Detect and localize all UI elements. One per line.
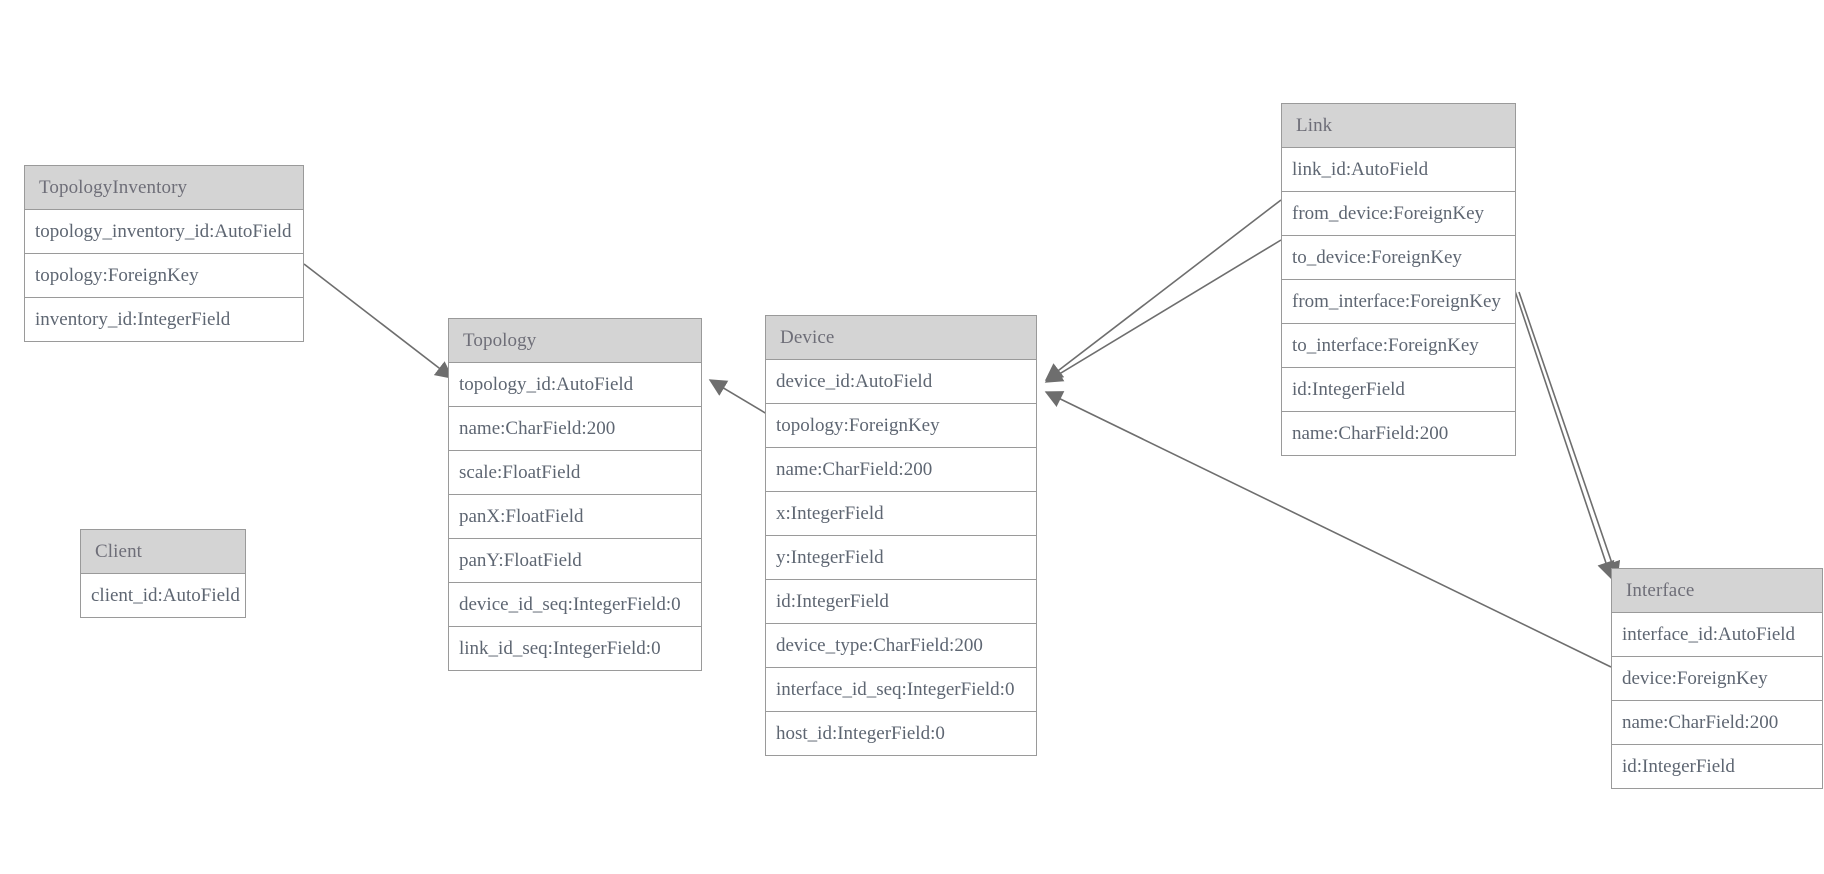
- entity-attributes-client: client_id:AutoField: [81, 574, 245, 617]
- edge-device-topology: [708, 379, 768, 415]
- edge-link-todevice-device: [1044, 239, 1282, 383]
- attribute-row[interactable]: name:CharField:200: [1612, 701, 1822, 745]
- entity-title-client: Client: [81, 530, 245, 574]
- attribute-row[interactable]: panX:FloatField: [449, 495, 701, 539]
- attribute-row[interactable]: interface_id:AutoField: [1612, 613, 1822, 657]
- attribute-row[interactable]: inventory_id:IntegerField: [25, 298, 303, 341]
- attribute-row[interactable]: topology:ForeignKey: [25, 254, 303, 298]
- edge-link-fromdevice-device: [1044, 199, 1282, 381]
- attribute-row[interactable]: from_interface:ForeignKey: [1282, 280, 1515, 324]
- attribute-row[interactable]: id:IntegerField: [766, 580, 1036, 624]
- entity-title-topology: Topology: [449, 319, 701, 363]
- attribute-row[interactable]: topology_id:AutoField: [449, 363, 701, 407]
- attribute-row[interactable]: x:IntegerField: [766, 492, 1036, 536]
- attribute-row[interactable]: from_device:ForeignKey: [1282, 192, 1515, 236]
- attribute-row[interactable]: y:IntegerField: [766, 536, 1036, 580]
- attribute-row[interactable]: name:CharField:200: [449, 407, 701, 451]
- entity-title-link: Link: [1282, 104, 1515, 148]
- attribute-row[interactable]: to_interface:ForeignKey: [1282, 324, 1515, 368]
- attribute-row[interactable]: topology_inventory_id:AutoField: [25, 210, 303, 254]
- attribute-row[interactable]: interface_id_seq:IntegerField:0: [766, 668, 1036, 712]
- attribute-row[interactable]: host_id:IntegerField:0: [766, 712, 1036, 755]
- entity-title-interface: Interface: [1612, 569, 1822, 613]
- attribute-row[interactable]: to_device:ForeignKey: [1282, 236, 1515, 280]
- attribute-row[interactable]: link_id:AutoField: [1282, 148, 1515, 192]
- attribute-row[interactable]: device_id_seq:IntegerField:0: [449, 583, 701, 627]
- entity-title-topology-inventory: TopologyInventory: [25, 166, 303, 210]
- attribute-row[interactable]: name:CharField:200: [766, 448, 1036, 492]
- attribute-row[interactable]: panY:FloatField: [449, 539, 701, 583]
- attribute-row[interactable]: id:IntegerField: [1612, 745, 1822, 788]
- edge-link-frominterface-interface: [1511, 281, 1615, 580]
- attribute-row[interactable]: name:CharField:200: [1282, 412, 1515, 455]
- attribute-row[interactable]: id:IntegerField: [1282, 368, 1515, 412]
- entity-title-device: Device: [766, 316, 1036, 360]
- attribute-row[interactable]: link_id_seq:IntegerField:0: [449, 627, 701, 670]
- edge-link-tointerface-interface: [1518, 291, 1621, 580]
- attribute-row[interactable]: topology:ForeignKey: [766, 404, 1036, 448]
- attribute-row[interactable]: device:ForeignKey: [1612, 657, 1822, 701]
- attribute-row[interactable]: device_type:CharField:200: [766, 624, 1036, 668]
- attribute-row[interactable]: client_id:AutoField: [81, 574, 245, 617]
- edge-topologyinventory-topology: [303, 263, 454, 379]
- attribute-row[interactable]: scale:FloatField: [449, 451, 701, 495]
- attribute-row[interactable]: device_id:AutoField: [766, 360, 1036, 404]
